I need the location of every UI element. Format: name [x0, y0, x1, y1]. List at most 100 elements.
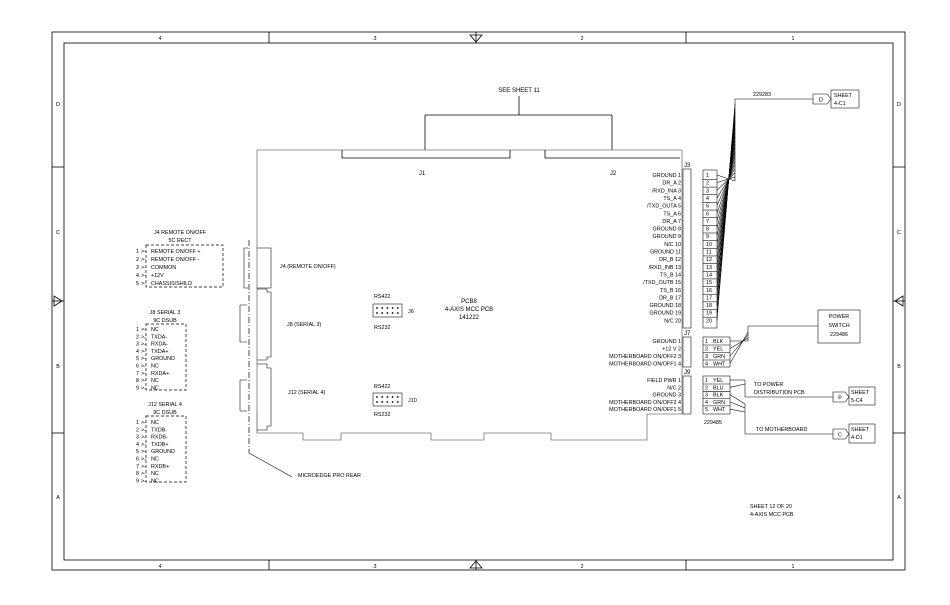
pin-arrow: >-	[141, 265, 146, 271]
to-power-distribution: TO POWER DISTRIBUTION PCB P SHEET 5-C4	[744, 380, 876, 406]
center-mark-bottom	[469, 560, 483, 569]
center-mark-left	[53, 295, 63, 307]
j3-pin-label: DR_A 2	[662, 181, 681, 187]
j3-cable-num: 19	[706, 311, 712, 317]
power-switch-line3: 229486	[830, 332, 848, 338]
pin-arrow: >-	[141, 281, 146, 287]
zone-top-3: 3	[374, 36, 377, 42]
pin-name: NC	[151, 378, 159, 384]
j1-label: J1	[419, 171, 426, 177]
pin-name: TXDA+	[151, 349, 169, 355]
jumper-pin	[381, 307, 384, 309]
ref-c-letter: C	[838, 433, 842, 439]
j7-fan-lines	[729, 331, 749, 364]
j3-cable-num: 13	[706, 265, 712, 271]
jumper-j6: RS422 J6 RS232	[372, 294, 414, 331]
pin-arrow: >-	[141, 435, 146, 441]
j4-subtitle: 5C RECT	[168, 238, 192, 244]
j7-cable-num: 2	[705, 347, 708, 353]
center-mark-top	[469, 34, 483, 43]
pin-name: CHASSIS/SHILD	[151, 281, 192, 287]
ref-p-letter: P	[838, 396, 842, 402]
rear-label: MICROEDGE PRO REAR	[298, 473, 361, 479]
pin-number: 3	[136, 435, 139, 441]
pin-number: 3	[136, 265, 139, 271]
pin-number: 9	[136, 478, 139, 484]
j7-fan-line	[729, 334, 749, 357]
j3-cable-num: 7	[706, 219, 709, 225]
pin-name: TXDB-	[151, 427, 167, 433]
pin-arrow: >-	[141, 371, 146, 377]
j3-cable-num: 6	[706, 211, 709, 217]
j2-label: J2	[610, 171, 617, 177]
pin-name: REMOTE ON/OFF +	[151, 249, 201, 255]
jumper-pin	[386, 396, 389, 398]
pin-number: 8	[136, 471, 139, 477]
pin-name: NC	[151, 457, 159, 463]
j9-fan-line	[729, 408, 746, 413]
j3-fan-line	[716, 160, 736, 214]
j3-fan-line	[716, 168, 736, 199]
j3-cable-num: 20	[706, 318, 712, 324]
j9-fan-line	[729, 401, 746, 409]
j7-cable-color: WHT	[713, 362, 726, 368]
j3-cable-num: 17	[706, 295, 712, 301]
pin-name: GROUND	[151, 356, 175, 362]
pin-arrow: >-	[141, 349, 146, 355]
j3-fan-line	[716, 176, 736, 183]
j4-board-label: J4 (REMOTE ON/OFF)	[280, 264, 336, 270]
pin-name: RXDB+	[151, 464, 169, 470]
jumper-pin	[376, 312, 378, 314]
j7-cable-num: 4	[705, 362, 708, 368]
zone-right-A: A	[897, 495, 901, 501]
j3-cable-num: 1	[706, 173, 709, 179]
jumper-pin	[386, 307, 389, 309]
to-power-line1: TO POWER	[754, 382, 783, 388]
pin-number: 7	[136, 464, 139, 470]
pin-name: NC	[151, 385, 159, 391]
j8-pin-list: 1>-NC2>-TXDA-3>-RXDA-4>-TXDA+5>-GROUND6>…	[136, 327, 175, 391]
pin-name: RXDB-	[151, 435, 168, 441]
jumper-pin	[391, 312, 394, 314]
j9-cable-num: 3	[705, 393, 708, 399]
j3-pin-label: GROUND 11	[650, 250, 681, 256]
j9-pin-label: MOTHERBOARD ON/OFF1 5	[609, 407, 681, 413]
pin-name: GROUND	[151, 449, 175, 455]
j12-title: J12 SERIAL 4	[148, 402, 182, 408]
j3-header: J3 GROUND 1DR_A 2/RXD_INA 3TS_A 4/TXD_OU…	[643, 92, 813, 329]
j8-title: J8 SERIAL 3	[150, 310, 181, 316]
ref-p-line1: SHEET	[851, 390, 870, 396]
j3-pin-label: DR_B 12	[659, 257, 681, 263]
power-switch-line1: POWER	[829, 314, 849, 320]
zone-right-D: D	[897, 102, 901, 108]
j12-subtitle: 9C DSUB	[153, 410, 177, 416]
j3-pin-label: GROUND 1	[653, 173, 681, 179]
jumper-pin	[386, 312, 389, 314]
pcb-outline: J1 J2 PCB8 4-AXIS MCC PCB 141222	[256, 149, 683, 441]
see-sheet-label: SEE SHEET 11	[498, 88, 540, 94]
ref-c-line2: 4-D1	[851, 435, 863, 441]
power-switch-line2: SWITCH	[828, 323, 849, 329]
pin-arrow: >-	[141, 334, 146, 340]
pin-number: 6	[136, 364, 139, 370]
zone-left-D: D	[56, 102, 60, 108]
j9-label: J9	[684, 370, 691, 376]
pin-arrow: >-	[141, 442, 146, 448]
board-title: 4-AXIS MCC PCB	[445, 307, 493, 313]
j12-connector: J12 SERIAL 4 9C DSUB 1>-NC2>-TXDB-3>-RXD…	[136, 402, 187, 484]
pin-name: REMOTE ON/OFF -	[151, 257, 199, 263]
j3-pin-label: /RXD_INA 3	[652, 188, 681, 194]
j10-pins	[376, 396, 399, 403]
ref-d-line1: SHEET	[834, 93, 853, 99]
j3-pin-list: GROUND 1DR_A 2/RXD_INA 3TS_A 4/TXD_OUTA …	[643, 173, 681, 324]
j9-cable-color: WHT	[713, 407, 726, 413]
zone-left-A: A	[56, 495, 60, 501]
rear-panel-connectors: J4 (REMOTE ON/OFF) J8 (SERIAL 3) J12 (SE…	[239, 240, 361, 479]
jumper-pin	[391, 307, 394, 309]
jumper-pin	[386, 401, 389, 403]
j9-cable-color: GRN	[713, 400, 725, 406]
j10-top-label: RS422	[374, 384, 390, 390]
pin-name: RXDA+	[151, 371, 169, 377]
j3-pin-label: TS_B 16	[660, 288, 681, 294]
